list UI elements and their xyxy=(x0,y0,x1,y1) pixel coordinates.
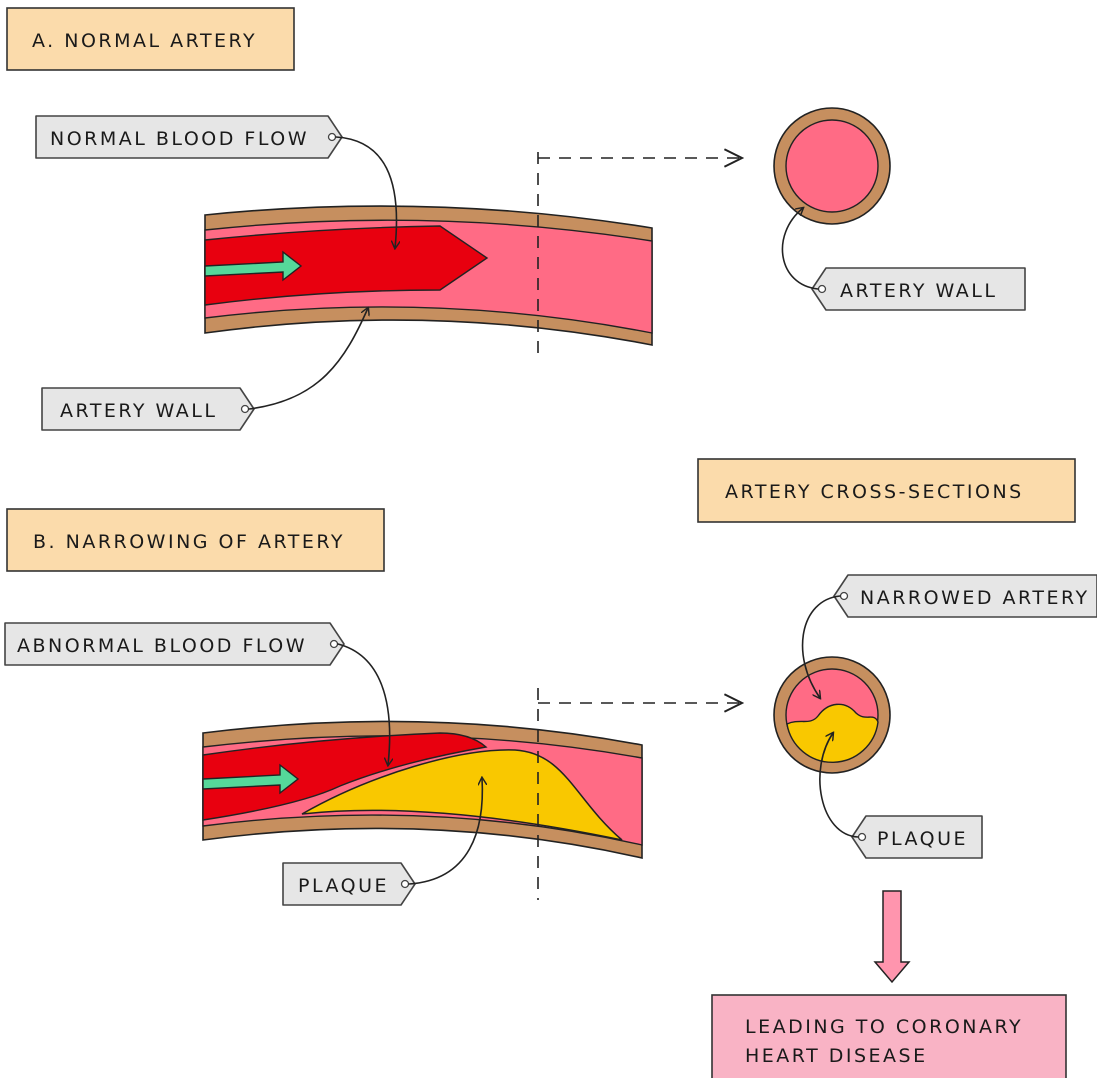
abnormal-blood-flow-pointer xyxy=(337,643,390,765)
tag-hole xyxy=(327,132,337,142)
panel-a-title-box xyxy=(6,7,295,71)
narrowed-artery-pointer xyxy=(801,595,841,698)
cross-sections-title-text: ARTERY CROSS-SECTIONS xyxy=(725,481,1024,503)
tag-hole xyxy=(329,639,339,649)
outcome-line-2: HEART DISEASE xyxy=(745,1045,928,1067)
tag-hole xyxy=(839,591,849,601)
abnormal-flow-arrow xyxy=(202,763,300,795)
plaque-tag xyxy=(282,862,416,906)
cross-artery-wall-pointer xyxy=(781,208,819,290)
artery-wall-tag xyxy=(41,387,255,431)
artery-wall-label: ARTERY WALL xyxy=(41,387,255,431)
normal-blood-flow-pointer xyxy=(335,136,397,248)
panel-b-title-box xyxy=(6,508,385,572)
abnormal-blood-flow-label: ABNORMAL BLOOD FLOW xyxy=(4,622,345,666)
normal-blood-flow-tag xyxy=(35,115,343,159)
normal-blood-flow-label: NORMAL BLOOD FLOW xyxy=(35,115,343,159)
cross-plaque-label: PLAQUE xyxy=(851,815,983,859)
normal-blood-flow-text: NORMAL BLOOD FLOW xyxy=(50,128,309,150)
narrowed-artery-tag xyxy=(833,574,1097,618)
cross-artery-wall-tag xyxy=(811,267,1026,311)
panel-a: A. NORMAL ARTERY NORMAL BLOOD FLOW ARTER… xyxy=(6,7,742,431)
panel-a-title-text: A. NORMAL ARTERY xyxy=(32,30,257,52)
outcome-line-1: LEADING TO CORONARY xyxy=(745,1016,1023,1038)
narrowed-cross-section: NARROWED ARTERY PLAQUE xyxy=(773,574,1097,859)
narrowed-artery-text: NARROWED ARTERY xyxy=(860,587,1090,609)
tag-hole xyxy=(817,284,827,294)
normal-flow-arrow xyxy=(204,250,303,282)
narrowed-artery-vessel xyxy=(202,720,643,860)
panel-b: B. NARROWING OF ARTERY ABNORMAL BLOOD FL… xyxy=(4,508,742,906)
normal-blood-flow xyxy=(204,225,489,306)
plaque xyxy=(301,749,623,841)
cross-plaque-tag xyxy=(851,815,983,859)
cross-sections-title-box xyxy=(697,458,1076,523)
cross-plaque-pointer xyxy=(819,733,859,838)
tag-hole xyxy=(857,832,867,842)
cross-sections-title: ARTERY CROSS-SECTIONS xyxy=(697,458,1076,523)
cross-artery-wall-label: ARTERY WALL xyxy=(811,267,1026,311)
plaque-pointer xyxy=(408,778,482,885)
normal-cross-lumen xyxy=(785,119,879,213)
plaque-text: PLAQUE xyxy=(298,875,389,897)
panel-b-title-text: B. NARROWING OF ARTERY xyxy=(33,531,345,553)
artery-wall-pointer xyxy=(248,308,368,410)
normal-cross-section: ARTERY WALL xyxy=(773,107,1026,311)
outcome-box-bg xyxy=(711,994,1067,1078)
abnormal-blood-flow-text: ABNORMAL BLOOD FLOW xyxy=(17,635,307,657)
tag-hole xyxy=(400,879,410,889)
cross-artery-wall-text: ARTERY WALL xyxy=(840,280,997,302)
cross-plaque-text: PLAQUE xyxy=(877,828,968,850)
panel-b-title: B. NARROWING OF ARTERY xyxy=(6,508,385,572)
normal-artery-vessel xyxy=(204,205,653,346)
narrowed-artery-label: NARROWED ARTERY xyxy=(833,574,1097,618)
abnormal-blood-flow xyxy=(202,732,488,821)
down-arrow xyxy=(873,890,911,984)
abnormal-blood-flow-tag xyxy=(4,622,345,666)
outcome-box: LEADING TO CORONARY HEART DISEASE xyxy=(711,994,1067,1078)
plaque-label: PLAQUE xyxy=(282,862,416,906)
panel-a-title: A. NORMAL ARTERY xyxy=(6,7,295,71)
artery-wall-text: ARTERY WALL xyxy=(60,400,217,422)
tag-hole xyxy=(240,404,250,414)
